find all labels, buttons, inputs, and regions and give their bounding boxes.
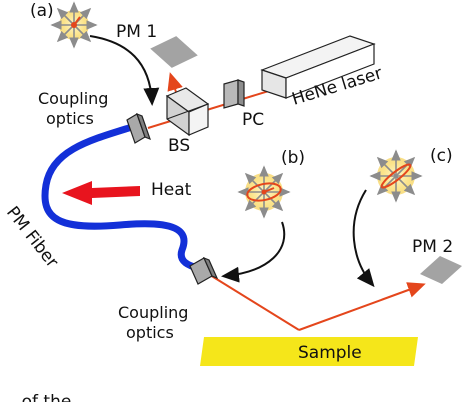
beam-laser-to-coupler: [147, 89, 273, 129]
sample-label: Sample: [298, 343, 362, 363]
beam-sample-to-pm2: [298, 282, 426, 331]
pm2-detector: [420, 256, 462, 284]
bs-label: BS: [168, 136, 190, 156]
coupling-top-label-2: optics: [46, 109, 94, 128]
arrow-c-to-beam: [352, 189, 375, 288]
pm-fiber: [41, 123, 202, 272]
beam-splitter: [165, 87, 210, 137]
panel-b-label: (b): [281, 148, 305, 168]
coupling-optics-top: [126, 112, 151, 144]
pm1-detector: [150, 36, 198, 68]
polarization-state-b: [237, 165, 291, 219]
pm1-label: PM 1: [116, 22, 157, 42]
caption-fragment: ... of the ... ... ... ... ...: [0, 392, 179, 402]
coupling-bottom-label-1: Coupling: [118, 303, 188, 322]
polarization-state-c: [369, 149, 423, 203]
arrow-a-to-coupler: [89, 35, 160, 106]
heat-label: Heat: [151, 180, 192, 200]
polarization-state-a: [50, 1, 98, 49]
panel-c-label: (c): [430, 146, 453, 166]
pm2-label: PM 2: [412, 237, 453, 257]
panel-a-label: (a): [30, 1, 54, 21]
arrow-b-to-coupler: [221, 221, 286, 283]
pc-label: PC: [242, 110, 264, 130]
coupling-optics-bottom: [189, 256, 219, 285]
hene-laser: [260, 35, 376, 99]
coupling-top-label-1: Coupling: [38, 89, 108, 108]
polarization-controller: [223, 79, 245, 109]
beam-coupler-to-sample: [209, 274, 300, 331]
coupling-bottom-label-2: optics: [126, 323, 174, 342]
heat-arrow: [62, 181, 140, 205]
sample-plate: [200, 337, 418, 366]
